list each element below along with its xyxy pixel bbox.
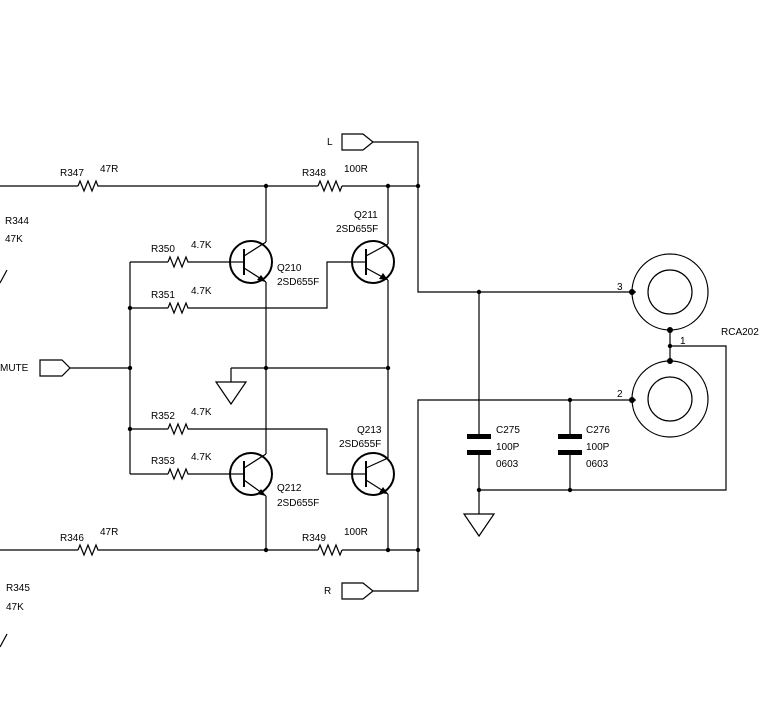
r344-value: 47K bbox=[5, 234, 23, 245]
q212-ref: Q212 bbox=[277, 483, 302, 494]
r345-ref: R345 bbox=[6, 583, 30, 594]
c276-package: 0603 bbox=[586, 459, 609, 470]
r352-ref: R352 bbox=[151, 411, 175, 422]
q210-part: 2SD655F bbox=[277, 277, 319, 288]
resistor-r346: R346 47R bbox=[60, 527, 118, 557]
transistor-q210: Q210 2SD655F bbox=[229, 240, 319, 288]
transistor-q211: Q211 2SD655F bbox=[336, 210, 395, 284]
q213-ref: Q213 bbox=[357, 425, 382, 436]
c276-ref: C276 bbox=[586, 425, 610, 436]
transistor-q213: Q213 2SD655F bbox=[339, 425, 395, 496]
q211-part: 2SD655F bbox=[336, 224, 378, 235]
port-left-label: L bbox=[327, 137, 333, 148]
port-right: R bbox=[324, 582, 374, 600]
resistor-r345: R345 47K bbox=[6, 583, 30, 613]
resistor-r344: R344 47K bbox=[5, 216, 29, 245]
r353-value: 4.7K bbox=[191, 452, 212, 463]
r345-value: 47K bbox=[6, 602, 24, 613]
ground-symbol-center bbox=[214, 381, 248, 406]
c275-ref: C275 bbox=[496, 425, 520, 436]
rca202-pin3: 3 bbox=[617, 282, 623, 293]
resistor-r352: R352 4.7K bbox=[151, 407, 212, 436]
c276-value: 100P bbox=[586, 442, 610, 453]
r349-value: 100R bbox=[344, 527, 368, 538]
rca202-pin2: 2 bbox=[617, 389, 623, 400]
r349-ref: R349 bbox=[302, 533, 326, 544]
q211-ref: Q211 bbox=[354, 210, 378, 221]
port-left: L bbox=[327, 133, 374, 151]
q213-part: 2SD655F bbox=[339, 439, 381, 450]
port-mute-label: MUTE bbox=[0, 363, 29, 374]
resistor-r350: R350 4.7K bbox=[151, 240, 212, 269]
transistor-q212: Q212 2SD655F bbox=[229, 452, 319, 509]
r353-ref: R353 bbox=[151, 456, 175, 467]
rca202-ref: RCA202 bbox=[721, 327, 759, 338]
r351-ref: R351 bbox=[151, 290, 175, 301]
r346-value: 47R bbox=[100, 527, 118, 538]
r347-ref: R347 bbox=[60, 168, 84, 179]
resistor-r347: R347 47R bbox=[60, 164, 118, 193]
capacitor-c276: C276 100P 0603 bbox=[558, 425, 610, 470]
r346-ref: R346 bbox=[60, 533, 84, 544]
r351-value: 4.7K bbox=[191, 286, 212, 297]
c275-package: 0603 bbox=[496, 459, 519, 470]
r348-ref: R348 bbox=[302, 168, 326, 179]
ground-symbol-caps bbox=[462, 513, 496, 538]
c275-value: 100P bbox=[496, 442, 520, 453]
resistor-r349: R349 100R bbox=[302, 527, 368, 557]
q212-part: 2SD655F bbox=[277, 498, 319, 509]
resistor-r353: R353 4.7K bbox=[151, 452, 212, 481]
rca202-pin1: 1 bbox=[680, 336, 686, 347]
resistor-r351: R351 4.7K bbox=[151, 286, 212, 315]
r352-value: 4.7K bbox=[191, 407, 212, 418]
port-mute: MUTE bbox=[0, 359, 71, 377]
r344-ref: R344 bbox=[5, 216, 29, 227]
q210-ref: Q210 bbox=[277, 263, 302, 274]
rca-connector-rca202: RCA202 3 1 2 bbox=[617, 253, 759, 438]
r348-value: 100R bbox=[344, 164, 368, 175]
resistor-r348: R348 100R bbox=[302, 164, 368, 193]
r347-value: 47R bbox=[100, 164, 118, 175]
r350-ref: R350 bbox=[151, 244, 175, 255]
port-right-label: R bbox=[324, 586, 331, 597]
r350-value: 4.7K bbox=[191, 240, 212, 251]
capacitor-c275: C275 100P 0603 bbox=[467, 425, 520, 470]
